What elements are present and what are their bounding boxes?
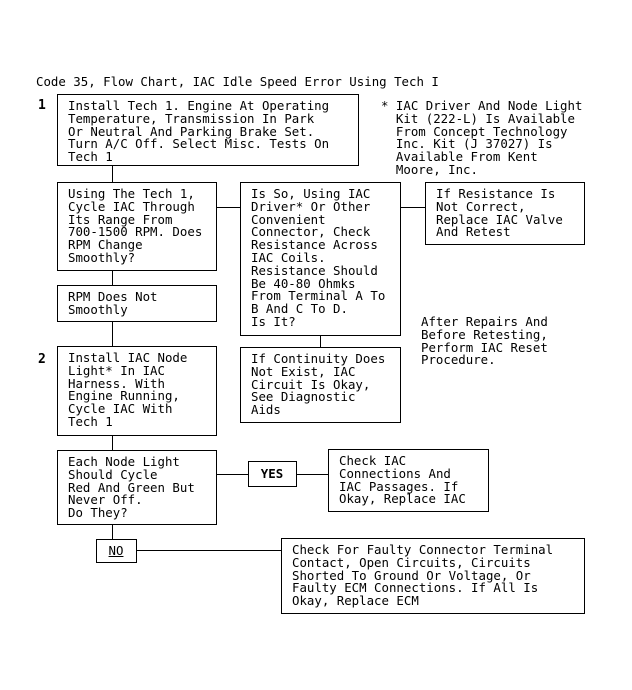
- continuity-text: If Continuity Does Not Exist, IAC Circui…: [251, 351, 386, 418]
- no-label: NO: [108, 543, 124, 558]
- check-faulty-text: Check For Faulty Connector Terminal Cont…: [292, 542, 554, 609]
- cycle-iac-box: Using The Tech 1, Cycle IAC Through Its …: [57, 182, 217, 271]
- yes-box: YES: [248, 461, 297, 487]
- connector-line: [112, 524, 114, 540]
- continuity-box: If Continuity Does Not Exist, IAC Circui…: [240, 347, 401, 423]
- install-node-light-box: Install IAC Node Light* In IAC Harness. …: [57, 346, 217, 436]
- chart-title: Code 35, Flow Chart, IAC Idle Speed Erro…: [36, 74, 439, 89]
- cycle-iac-text: Using The Tech 1, Cycle IAC Through Its …: [68, 186, 203, 265]
- no-box: NO: [96, 539, 137, 563]
- check-iac-connections-text: Check IAC Connections And IAC Passages. …: [339, 453, 466, 507]
- check-iac-connections-box: Check IAC Connections And IAC Passages. …: [328, 449, 489, 512]
- install-tech-box: Install Tech 1. Engine At Operating Temp…: [57, 94, 359, 166]
- connector-line: [136, 550, 282, 552]
- connector-line: [400, 207, 426, 209]
- connector-line: [112, 271, 114, 285]
- connector-line: [216, 474, 249, 476]
- step-number-1: 1: [38, 98, 46, 113]
- connector-line: [112, 436, 114, 450]
- connector-line: [320, 335, 322, 347]
- resistance-incorrect-box: If Resistance Is Not Correct, Replace IA…: [425, 182, 585, 245]
- install-node-light-text: Install IAC Node Light* In IAC Harness. …: [68, 350, 188, 429]
- node-light-cycle-box: Each Node Light Should Cycle Red And Gre…: [57, 450, 217, 525]
- node-light-cycle-text: Each Node Light Should Cycle Red And Gre…: [68, 454, 195, 521]
- connector-line: [112, 322, 114, 346]
- driver-kit-note: * IAC Driver And Node Light Kit (222-L) …: [381, 98, 583, 177]
- check-resistance-box: Is So, Using IAC Driver* Or Other Conven…: [240, 182, 401, 336]
- rpm-not-smooth-box: RPM Does Not Smoothly: [57, 285, 217, 322]
- install-tech-text: Install Tech 1. Engine At Operating Temp…: [68, 98, 330, 165]
- after-repairs-note: After Repairs And Before Retesting, Perf…: [421, 314, 548, 368]
- resistance-incorrect-text: If Resistance Is Not Correct, Replace IA…: [436, 186, 563, 240]
- connector-line: [216, 207, 240, 209]
- connector-line: [296, 474, 329, 476]
- connector-line: [112, 166, 114, 182]
- rpm-not-smooth-text: RPM Does Not Smoothly: [68, 289, 158, 317]
- check-faulty-box: Check For Faulty Connector Terminal Cont…: [281, 538, 585, 614]
- yes-label: YES: [260, 466, 284, 481]
- check-resistance-text: Is So, Using IAC Driver* Or Other Conven…: [251, 186, 386, 329]
- step-number-2: 2: [38, 352, 46, 367]
